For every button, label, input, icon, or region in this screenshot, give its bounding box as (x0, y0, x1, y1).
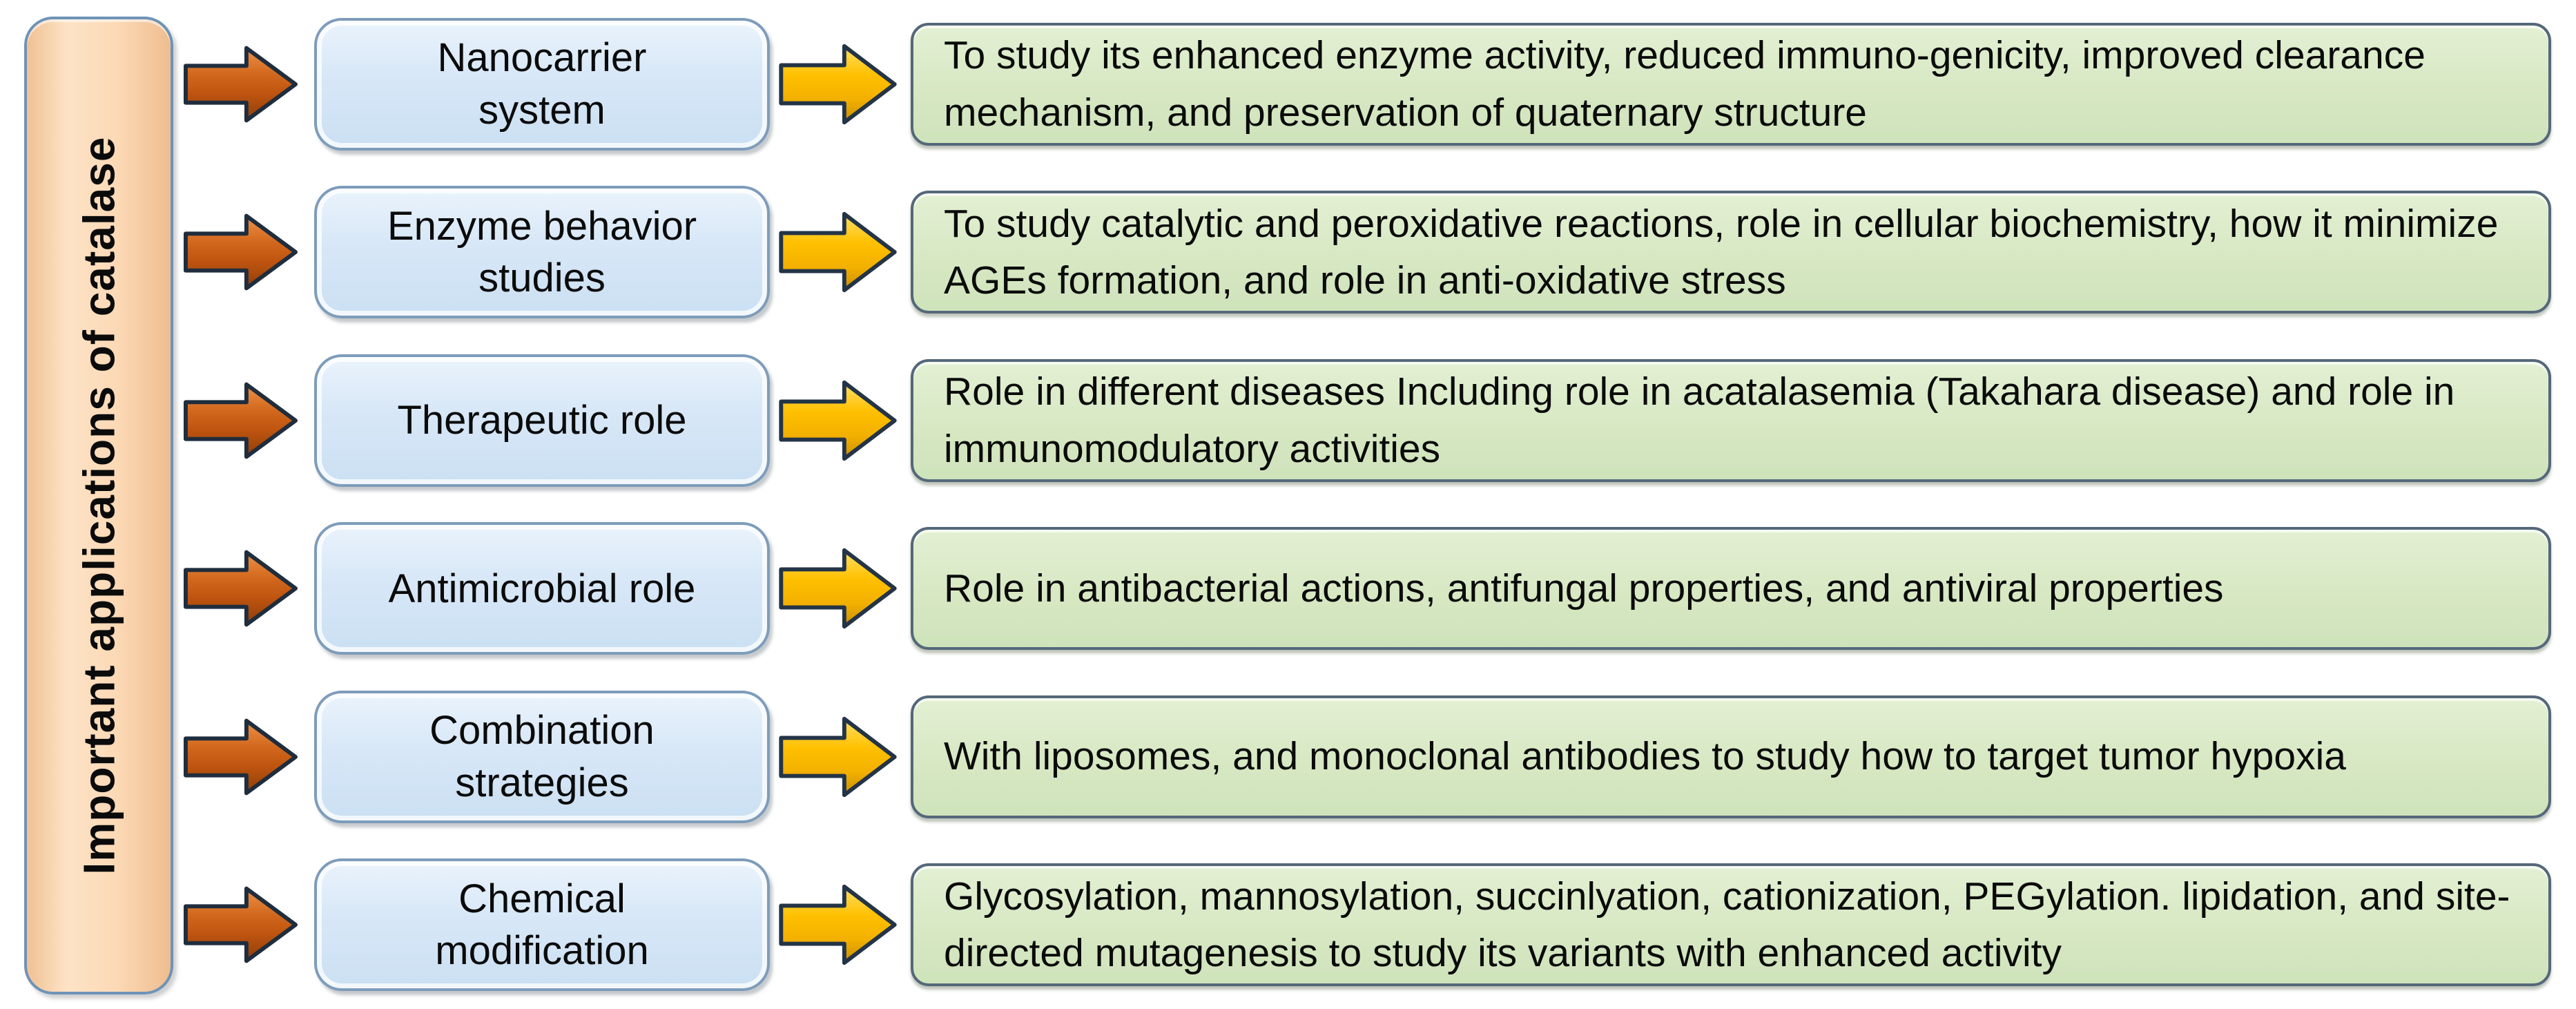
category-label: Antimicrobial role (388, 566, 696, 611)
description-box: To study its enhanced enzyme activity, r… (911, 22, 2551, 146)
description-box: Glycosylation, mannosylation, succinlyat… (911, 863, 2551, 987)
yellow-arrow-icon (779, 548, 897, 629)
description-box: With liposomes, and monoclonal antibodie… (911, 695, 2551, 818)
orange-arrow-icon (183, 46, 298, 123)
sidebar-banner-label: Important applications of catalase (74, 136, 124, 875)
application-row: Chemical modification Glycosylation, man… (173, 841, 2576, 1009)
yellow-arrow-icon (779, 44, 897, 124)
category-label: Nanocarrier system (437, 35, 647, 133)
category-box: Nanocarrier system (314, 17, 770, 151)
yellow-arrow-icon (779, 885, 897, 965)
application-rows: Nanocarrier system To study its enhanced… (173, 0, 2576, 1009)
category-label: Combination strategies (429, 708, 655, 805)
orange-arrow-icon (183, 886, 298, 963)
category-box: Chemical modification (314, 858, 770, 992)
description-text: To study catalytic and peroxidative reac… (944, 201, 2499, 303)
application-row: Enzyme behavior studies To study catalyt… (173, 169, 2576, 337)
description-text: Role in antibacterial actions, antifunga… (944, 566, 2224, 611)
description-text: To study its enhanced enzyme activity, r… (944, 33, 2425, 135)
application-row: Therapeutic role Role in different disea… (173, 336, 2576, 505)
application-row: Nanocarrier system To study its enhanced… (173, 0, 2576, 169)
yellow-arrow-icon (779, 212, 897, 293)
category-box: Enzyme behavior studies (314, 186, 770, 319)
description-text: Glycosylation, mannosylation, succinlyat… (944, 874, 2510, 976)
yellow-arrow-icon (779, 380, 897, 461)
yellow-arrow-icon (779, 716, 897, 797)
orange-arrow-icon (183, 382, 298, 459)
orange-arrow-icon (183, 718, 298, 796)
description-box: Role in different diseases Including rol… (911, 358, 2551, 482)
category-label: Chemical modification (435, 876, 649, 974)
orange-arrow-icon (183, 213, 298, 291)
category-box: Antimicrobial role (314, 522, 770, 655)
orange-arrow-icon (183, 550, 298, 627)
category-box: Combination strategies (314, 690, 770, 823)
sidebar-banner: Important applications of catalase (24, 17, 173, 994)
description-text: Role in different diseases Including rol… (944, 369, 2455, 471)
category-label: Therapeutic role (397, 398, 687, 443)
application-row: Combination strategies With liposomes, a… (173, 673, 2576, 841)
application-row: Antimicrobial role Role in antibacterial… (173, 505, 2576, 673)
category-label: Enzyme behavior studies (387, 203, 697, 301)
category-box: Therapeutic role (314, 354, 770, 487)
description-text: With liposomes, and monoclonal antibodie… (944, 734, 2346, 779)
description-box: Role in antibacterial actions, antifunga… (911, 527, 2551, 651)
description-box: To study catalytic and peroxidative reac… (911, 191, 2551, 314)
